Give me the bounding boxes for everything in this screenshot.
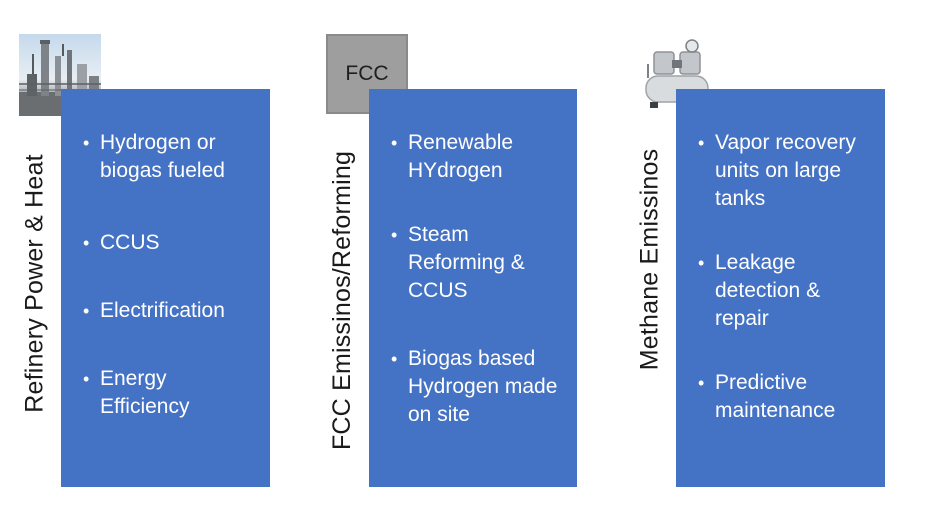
list-item: Vapor recovery units on large tanks: [698, 129, 875, 213]
list-item: CCUS: [83, 229, 258, 257]
list-item: Biogas based Hydrogen made on site: [391, 345, 567, 429]
column-label-fcc: FCC Emissinos/Reforming: [328, 150, 357, 450]
column-label-refinery: Refinery Power & Heat: [20, 153, 49, 413]
bullet-list: Renewable HYdrogen Steam Reforming & CCU…: [391, 129, 567, 429]
list-item: Renewable HYdrogen: [391, 129, 567, 185]
panel-methane-emissions: Vapor recovery units on large tanks Leak…: [676, 89, 885, 487]
list-item: Leakage detection & repair: [698, 249, 875, 333]
list-item: Energy Efficiency: [83, 365, 258, 421]
list-item: Steam Reforming & CCUS: [391, 221, 567, 305]
list-item: Predictive maintenance: [698, 369, 875, 425]
panel-refinery-power-heat: Hydrogen or biogas fueled CCUS Electrifi…: [61, 89, 270, 487]
column-label-methane: Methane Emissinos: [635, 148, 664, 370]
bullet-list: Vapor recovery units on large tanks Leak…: [698, 129, 875, 425]
panel-fcc-reforming: Renewable HYdrogen Steam Reforming & CCU…: [369, 89, 577, 487]
list-item: Electrification: [83, 297, 258, 325]
fcc-box-label: FCC: [345, 62, 389, 85]
list-item: Hydrogen or biogas fueled: [83, 129, 258, 185]
bullet-list: Hydrogen or biogas fueled CCUS Electrifi…: [83, 129, 258, 421]
